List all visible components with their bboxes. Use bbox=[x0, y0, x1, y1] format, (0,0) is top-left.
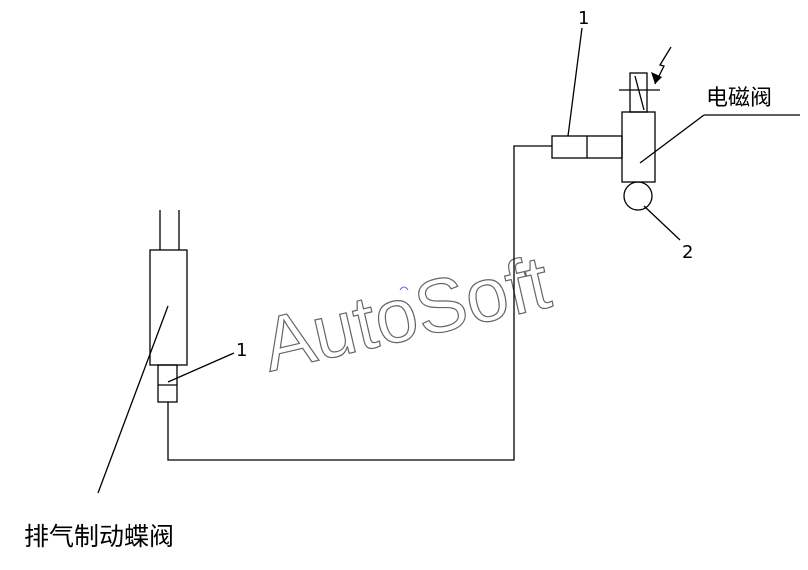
solenoid-valve bbox=[551, 46, 672, 211]
leader-solenoid bbox=[639, 114, 705, 164]
air-pipe bbox=[167, 145, 552, 461]
leader-part1-lower bbox=[167, 352, 235, 383]
label-part1-upper: 1 bbox=[578, 8, 589, 29]
valve-cylinder-body bbox=[149, 249, 188, 366]
solenoid-coil-terminal bbox=[629, 72, 648, 113]
watermark: AutoSoft bbox=[254, 240, 557, 388]
solenoid-valve-body bbox=[621, 111, 656, 183]
cursor-mark bbox=[399, 286, 409, 291]
label-part1-lower: 1 bbox=[236, 340, 247, 361]
exhaust-brake-butterfly-valve bbox=[149, 210, 188, 403]
solenoid-terminal-diagonal bbox=[634, 75, 645, 111]
valve-pipe-fitting bbox=[157, 364, 178, 403]
electric-signal-icon bbox=[654, 46, 672, 85]
solenoid-exhaust-port bbox=[623, 181, 653, 211]
leader-part1-upper bbox=[567, 27, 583, 137]
electric-signal-arrowhead bbox=[651, 72, 662, 84]
leader-butterfly-valve bbox=[97, 305, 169, 494]
label-solenoid-valve: 电磁阀 bbox=[706, 86, 772, 111]
leader-part2 bbox=[643, 205, 681, 241]
label-part2: 2 bbox=[682, 242, 693, 263]
label-exhaust-brake-butterfly-valve: 排气制动蝶阀 bbox=[24, 522, 174, 551]
